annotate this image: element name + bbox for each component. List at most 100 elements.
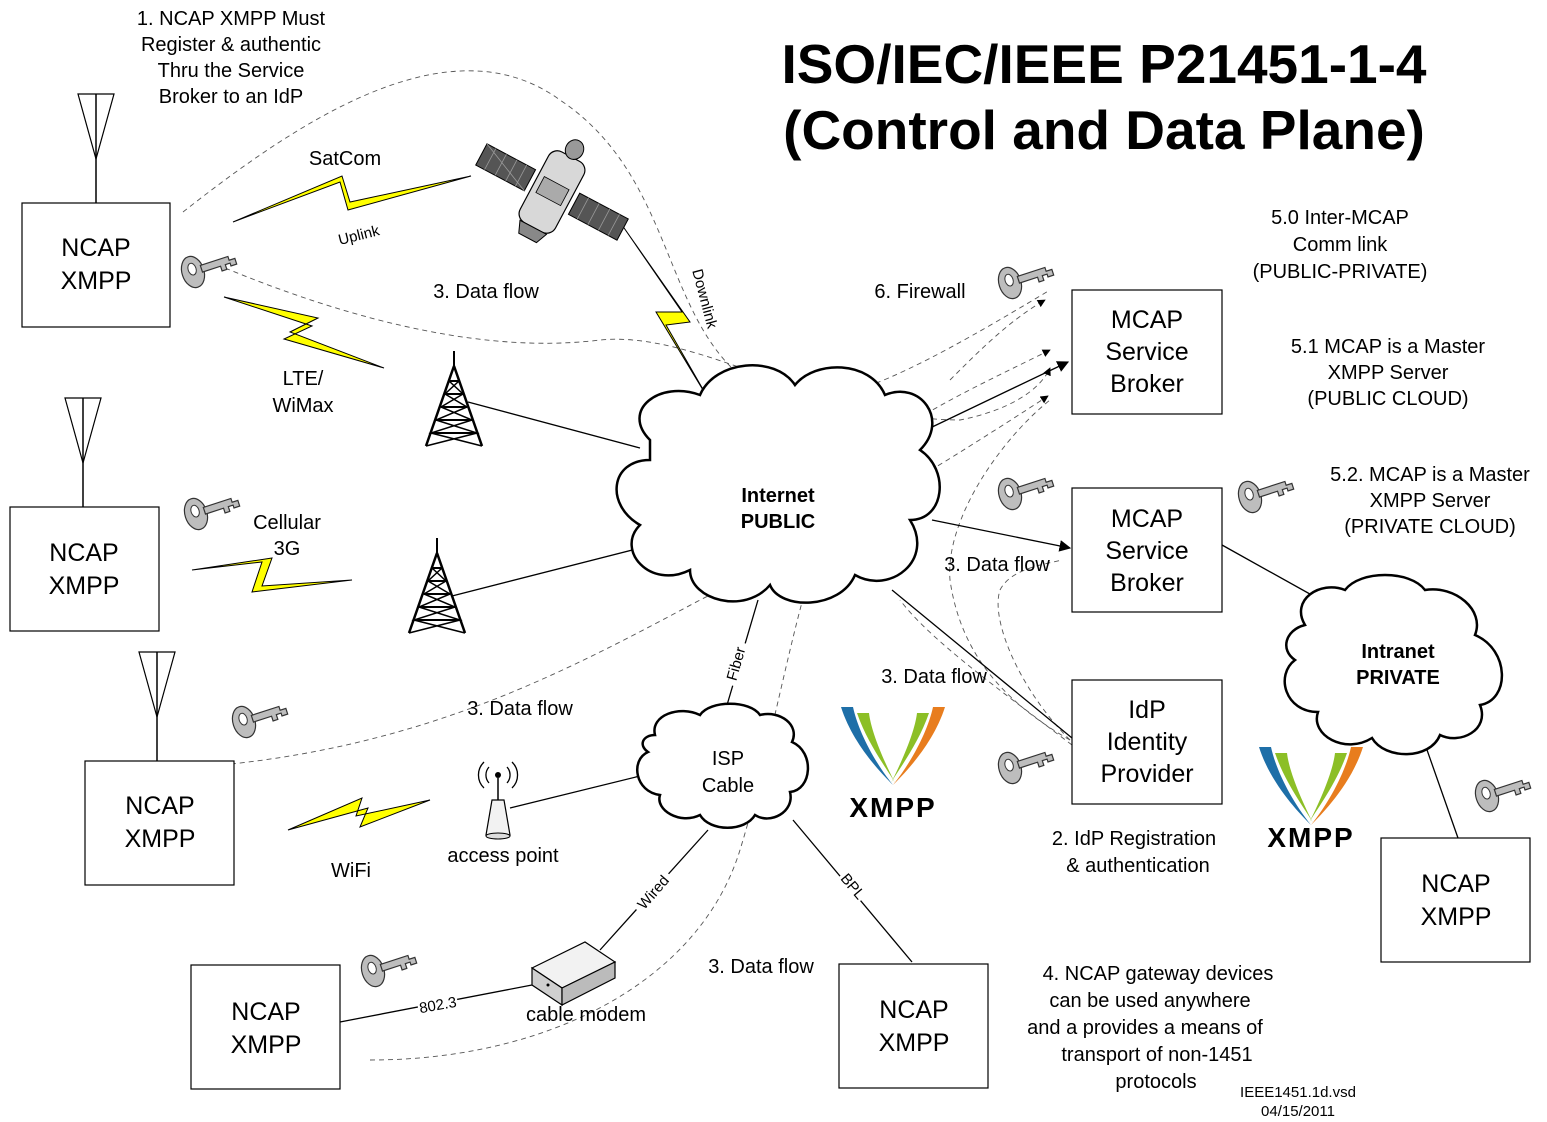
note-line: XMPP Server xyxy=(1370,490,1491,512)
idp-label-line2: Identity xyxy=(1107,728,1188,756)
ncap-xmpp-node: NCAP XMPP xyxy=(1380,837,1531,963)
idp-identity-provider: IdP Identity Provider xyxy=(1071,679,1223,805)
data-flow-label: 3. Data flow xyxy=(467,698,573,720)
wifi-label: WiFi xyxy=(331,860,371,882)
fiber-link-label: Fiber xyxy=(724,645,750,683)
ncap-xmpp-node: NCAP XMPP xyxy=(84,760,235,886)
cellular-label-line1: Cellular xyxy=(253,512,321,534)
ncap-label-line2: XMPP xyxy=(61,267,132,295)
note-line: can be used anywhere xyxy=(1049,990,1250,1012)
note-2-idp-registration: 2. IdP Registration & authentication xyxy=(1052,828,1216,877)
key-icon xyxy=(1470,766,1535,816)
note-5-1-public-master: 5.1 MCAP is a Master XMPP Server (PUBLIC… xyxy=(1291,336,1485,410)
note-line: 5.1 MCAP is a Master xyxy=(1291,336,1485,358)
xmpp-logo-text: XMPP xyxy=(1267,822,1354,853)
ncap-label-line2: XMPP xyxy=(125,825,196,853)
data-flow-label: 3. Data flow xyxy=(881,666,987,688)
antenna-icon xyxy=(77,93,115,205)
footer-filename: IEEE1451.1d.vsd xyxy=(1240,1084,1356,1101)
note-4-gateway: 4. NCAP gateway devices can be used anyw… xyxy=(1027,963,1273,1093)
key-icon xyxy=(227,692,292,742)
ncap-label-line2: XMPP xyxy=(1421,903,1492,931)
mcap-label-line1: MCAP xyxy=(1111,505,1183,533)
note-1-registration: 1. NCAP XMPP Must Register & authentic T… xyxy=(137,8,326,108)
ncap-label-line1: NCAP xyxy=(231,998,300,1026)
note-5-0-inter-mcap: 5.0 Inter-MCAP Comm link (PUBLIC-PRIVATE… xyxy=(1253,207,1428,283)
note-line: Thru the Service xyxy=(158,60,305,82)
note-line: 5.2. MCAP is a Master xyxy=(1330,464,1530,486)
note-line: Register & authentic xyxy=(141,34,321,56)
note-line: (PRIVATE CLOUD) xyxy=(1344,516,1516,538)
ncap-label-line1: NCAP xyxy=(61,234,130,262)
mcap-label-line2: Service xyxy=(1105,338,1188,366)
note-line: transport of non-1451 xyxy=(1061,1044,1252,1066)
ieee8023-link-label: 802.3 xyxy=(418,994,458,1017)
ncap-label-line2: XMPP xyxy=(231,1031,302,1059)
intranet-cloud-label-line2: PRIVATE xyxy=(1356,667,1440,689)
lte-label-line1: LTE/ xyxy=(283,368,324,390)
key-icon xyxy=(179,484,244,534)
note-line: XMPP Server xyxy=(1328,362,1449,384)
note-line: 2. IdP Registration xyxy=(1052,828,1216,850)
ncap-xmpp-node: NCAP XMPP xyxy=(838,963,989,1089)
key-icon xyxy=(356,941,421,991)
intranet-cloud-label-line1: Intranet xyxy=(1361,641,1435,663)
ncap-label-line1: NCAP xyxy=(125,792,194,820)
data-flow-label: 3. Data flow xyxy=(433,281,539,303)
note-line: Broker to an IdP xyxy=(159,86,304,108)
wifi-bolt xyxy=(287,797,431,831)
key-icon xyxy=(176,242,241,292)
note-line: 1. NCAP XMPP Must xyxy=(137,8,326,30)
diagram-title-line2: (Control and Data Plane) xyxy=(783,99,1425,161)
satcom-uplink-bolt xyxy=(232,175,472,223)
satellite-icon xyxy=(475,139,629,244)
antenna-icon xyxy=(138,651,176,763)
antenna-icon xyxy=(64,397,102,509)
satcom-label: SatCom xyxy=(309,148,381,170)
note-line: Comm link xyxy=(1293,234,1388,256)
note-line: & authentication xyxy=(1066,855,1209,877)
note-line: 5.0 Inter-MCAP xyxy=(1271,207,1409,229)
lte-label-line2: WiMax xyxy=(272,395,333,417)
xmpp-logo: XMPP xyxy=(841,707,945,823)
satcom-downlink-bolt xyxy=(621,224,713,406)
ncap-label-line1: NCAP xyxy=(49,539,118,567)
internet-cloud-label-line1: Internet xyxy=(741,485,815,507)
mcap-label-line2: Service xyxy=(1105,537,1188,565)
network-links: Fiber Wired BPL 802.3 xyxy=(339,361,1459,1023)
data-flow-label: 3. Data flow xyxy=(708,956,814,978)
note-line: (PUBLIC CLOUD) xyxy=(1307,388,1468,410)
downlink-label: Downlink xyxy=(688,267,720,331)
ncap-xmpp-node: NCAP XMPP xyxy=(21,202,171,328)
note-line: protocols xyxy=(1115,1071,1196,1093)
firewall-label: 6. Firewall xyxy=(874,281,965,303)
access-point-icon xyxy=(477,761,519,840)
isp-cloud-label-line1: ISP xyxy=(712,748,744,770)
internet-public-cloud: Internet PUBLIC xyxy=(615,364,941,604)
xmpp-logo: XMPP xyxy=(1259,747,1363,853)
idp-label-line3: Provider xyxy=(1100,760,1193,788)
data-flow-label: 3. Data flow xyxy=(944,554,1050,576)
ncap-label-line2: XMPP xyxy=(49,572,120,600)
note-line: (PUBLIC-PRIVATE) xyxy=(1253,261,1428,283)
mcap-label-line3: Broker xyxy=(1110,569,1184,597)
cell-tower-icon xyxy=(424,349,484,448)
internet-cloud-label-line2: PUBLIC xyxy=(741,511,815,533)
footer-date: 04/15/2011 xyxy=(1261,1103,1335,1120)
ncap-xmpp-node: NCAP XMPP xyxy=(9,506,160,632)
key-icon xyxy=(993,738,1058,788)
key-icon xyxy=(993,253,1058,303)
cellular-label-line2: 3G xyxy=(274,538,301,560)
wireless-links xyxy=(191,175,713,831)
ncap-label-line2: XMPP xyxy=(879,1029,950,1057)
key-icon xyxy=(993,464,1058,514)
ncap-xmpp-node: NCAP XMPP xyxy=(190,964,341,1090)
diagram-title-line1: ISO/IEC/IEEE P21451-1-4 xyxy=(781,33,1426,95)
ncap-label-line1: NCAP xyxy=(1421,870,1490,898)
note-line: and a provides a means of xyxy=(1027,1017,1263,1039)
access-point-label: access point xyxy=(447,845,559,867)
idp-label-line1: IdP xyxy=(1128,696,1166,724)
cell-tower-icon xyxy=(407,536,467,635)
uplink-label: Uplink xyxy=(337,222,382,249)
